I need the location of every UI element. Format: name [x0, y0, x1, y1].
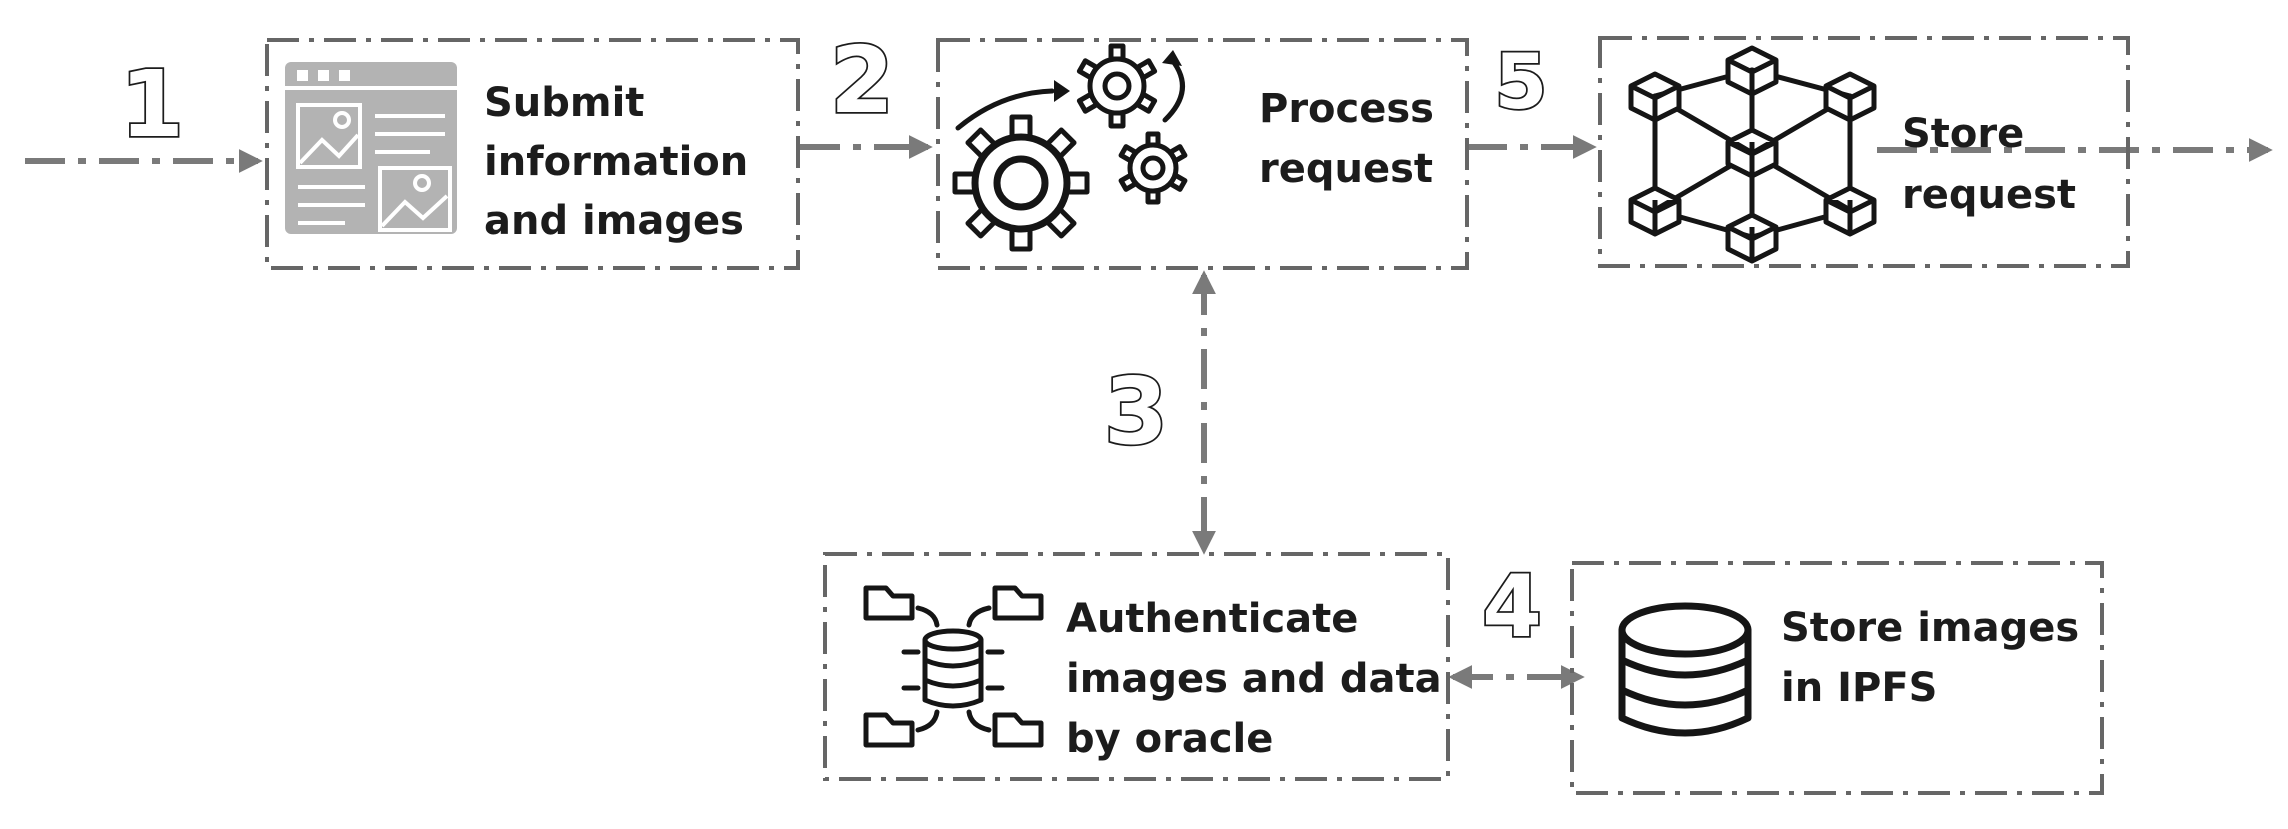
node-authenticate-line-3: by oracle [1066, 716, 1273, 762]
database-icon [1618, 602, 1752, 737]
node-process: Process request [936, 38, 1469, 270]
node-store: Store request [1598, 36, 2130, 268]
node-authenticate-line-1: Authenticate [1066, 596, 1358, 642]
step-number-5: 5 [1495, 37, 1548, 126]
blockchain-icon [1628, 45, 1877, 264]
node-process-label: Process request [1259, 86, 1448, 192]
node-submit-label: Submit information and images [484, 80, 762, 244]
web-form-icon [285, 62, 457, 234]
node-ipfs-line-1: Store images [1781, 605, 2079, 651]
node-process-border [936, 38, 1469, 270]
node-ipfs-line-2: in IPFS [1781, 665, 1937, 711]
step-number-1: 1 [120, 51, 184, 158]
node-store-label: Store request [1902, 111, 2076, 218]
node-authenticate-border [823, 552, 1450, 781]
node-process-line-1: Process [1259, 86, 1434, 132]
node-submit-line-1: Submit [484, 80, 644, 126]
node-store-line-1: Store [1902, 111, 2024, 157]
node-submit-line-3: and images [484, 198, 744, 244]
database-folders-icon [863, 585, 1044, 748]
node-store-line-2: request [1902, 172, 2076, 218]
step-number-4: 4 [1482, 557, 1542, 657]
gears-icon [952, 43, 1188, 252]
node-ipfs-label: Store images in IPFS [1781, 605, 2093, 711]
step-number-3: 3 [1104, 358, 1168, 465]
node-ipfs: Store images in IPFS [1570, 561, 2104, 795]
node-authenticate-label: Authenticate images and data by oracle [1066, 596, 1456, 762]
node-process-line-2: request [1259, 146, 1433, 192]
node-submit-line-2: information [484, 139, 748, 185]
node-ipfs-border [1570, 561, 2104, 795]
node-authenticate: Authenticate images and data by oracle [823, 552, 1456, 781]
node-store-border [1598, 36, 2130, 268]
step-number-2: 2 [830, 27, 894, 134]
node-submit-border [265, 38, 800, 270]
node-submit: Submit information and images [265, 38, 800, 270]
node-authenticate-line-2: images and data [1066, 656, 1442, 702]
